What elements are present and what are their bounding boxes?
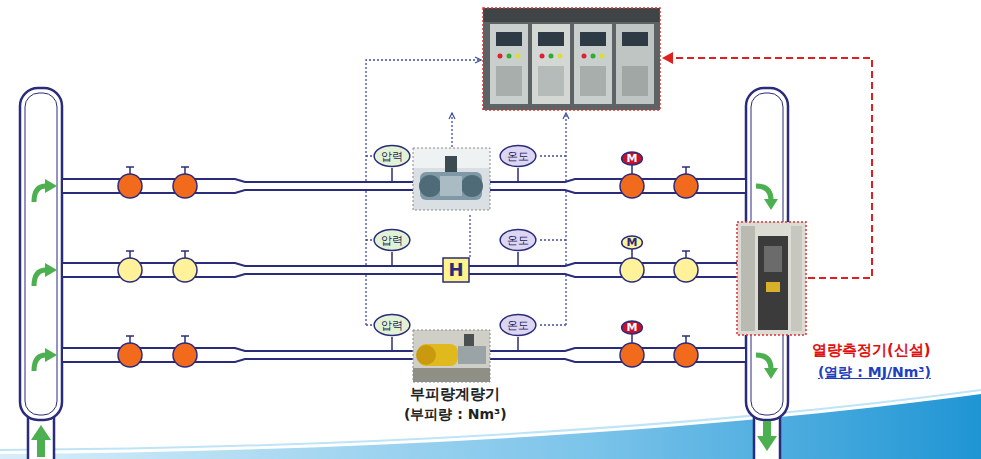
calorimeter-photo [737, 222, 806, 335]
motor-badge-label: M [627, 237, 638, 248]
heater-box: H [442, 257, 470, 283]
temperature-gauge: 온도 [499, 144, 537, 168]
control-panel-photo [483, 8, 660, 110]
pressure-gauge-label: 압력 [381, 151, 403, 162]
meter-caption: 부피량계량기 [410, 386, 500, 403]
data-link-line [663, 58, 872, 278]
pressure-gauge-label: 압력 [381, 320, 403, 331]
temperature-gauge: 온도 [499, 313, 537, 337]
meter-unit: (부피량 : Nm³) [404, 406, 507, 422]
calorimeter-unit: (열량 : MJ/Nm³) [818, 364, 931, 380]
temperature-gauge-label: 온도 [507, 235, 529, 246]
motor-badge-label: M [627, 153, 638, 164]
gauge-stems [392, 168, 518, 351]
flow-meter-photo [413, 148, 490, 210]
motor-badge: M [621, 320, 643, 335]
motor-badge: M [621, 235, 643, 250]
pipes [62, 179, 746, 362]
background-swoosh [0, 394, 981, 459]
flow-meter-photo [413, 330, 490, 382]
valves [118, 165, 698, 367]
calorimeter-caption: 열량측정기(신설) [812, 342, 931, 359]
pressure-gauge: 압력 [373, 228, 411, 252]
pressure-gauge-label: 압력 [381, 235, 403, 246]
heater-box-label: H [448, 261, 463, 279]
flow-arrows [31, 421, 777, 457]
pressure-gauge: 압력 [373, 144, 411, 168]
inlet-header-inner [25, 93, 57, 415]
motor-badge-label: M [627, 322, 638, 333]
temperature-gauge-label: 온도 [507, 151, 529, 162]
motor-badge: M [621, 151, 643, 166]
pressure-gauge: 압력 [373, 313, 411, 337]
temperature-gauge: 온도 [499, 228, 537, 252]
curved-flow-arrows [34, 186, 771, 371]
curved-arrow-heads [45, 179, 778, 379]
temperature-gauge-label: 온도 [507, 320, 529, 331]
inlet-header [20, 88, 62, 420]
